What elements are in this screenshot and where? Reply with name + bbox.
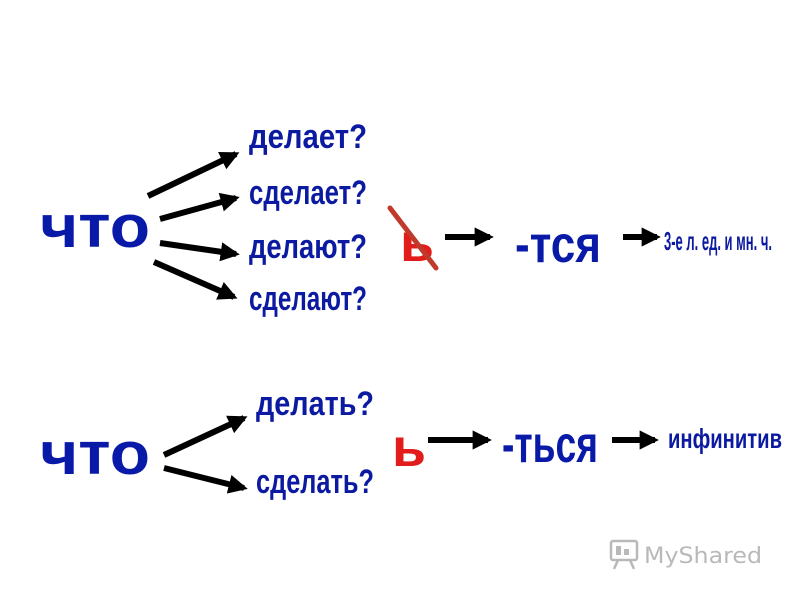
top-result: 3-е л. ед. и мн. ч. bbox=[664, 226, 772, 256]
top-branch-arrow-1 bbox=[146, 151, 240, 199]
bottom-branch-label-1: делать? bbox=[256, 385, 374, 423]
top-branch-arrow-3 bbox=[159, 240, 240, 262]
bottom-branch-arrow-2 bbox=[163, 465, 248, 494]
watermark: MyShared bbox=[609, 539, 762, 570]
top-branch-label-1: делает? bbox=[249, 118, 367, 156]
top-branch-arrow-2 bbox=[159, 192, 240, 222]
top-branch-label-2: сделает? bbox=[249, 174, 367, 212]
bottom-source-word: что bbox=[40, 420, 150, 487]
bottom-result: инфинитив bbox=[668, 423, 782, 454]
bottom-branch-arrow-1 bbox=[162, 415, 248, 458]
bottom-branch-label-2: сделать? bbox=[256, 463, 374, 501]
top-branch-label-4: сделают? bbox=[249, 280, 367, 318]
soft-sign-strike-line bbox=[387, 205, 439, 271]
bottom-group: что делать? сделать? ь -ться инфинитив bbox=[39, 384, 783, 502]
top-branch-arrow-4 bbox=[152, 259, 238, 300]
watermark-brand: MyShared bbox=[644, 544, 762, 569]
bottom-soft-sign: ь bbox=[392, 418, 426, 478]
presentation-board-icon bbox=[609, 539, 639, 570]
top-source-word: что bbox=[40, 193, 150, 260]
bottom-suffix: -ться bbox=[502, 416, 598, 474]
top-branch-label-3: делают? bbox=[249, 228, 367, 266]
top-group: что делает? сделает? делают? сделают? ь … bbox=[39, 117, 773, 319]
top-suffix: -тся bbox=[515, 216, 601, 274]
